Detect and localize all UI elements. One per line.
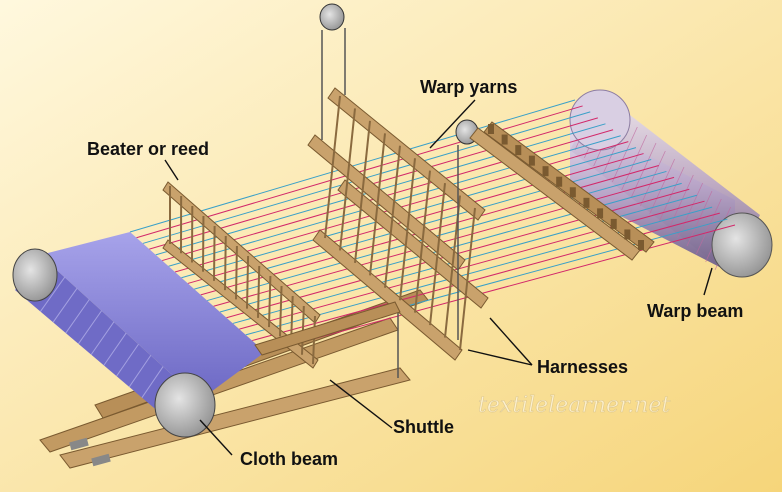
harnesses bbox=[307, 3, 489, 378]
pulley-icon bbox=[319, 3, 345, 31]
leader-lines bbox=[164, 99, 713, 456]
label-harnesses: Harnesses bbox=[537, 357, 628, 377]
label-shuttle: Shuttle bbox=[393, 417, 454, 437]
warp-beam-end bbox=[711, 212, 773, 278]
watermark: textilelearner.net bbox=[478, 393, 670, 418]
label-warp-beam: Warp beam bbox=[647, 301, 743, 321]
label-cloth-beam: Cloth beam bbox=[240, 449, 338, 469]
cloth-beam bbox=[12, 232, 265, 438]
label-beater-or-reed: Beater or reed bbox=[87, 139, 209, 159]
shuttle bbox=[254, 301, 401, 356]
label-warp-yarns: Warp yarns bbox=[420, 77, 517, 97]
back-rails bbox=[469, 121, 655, 261]
